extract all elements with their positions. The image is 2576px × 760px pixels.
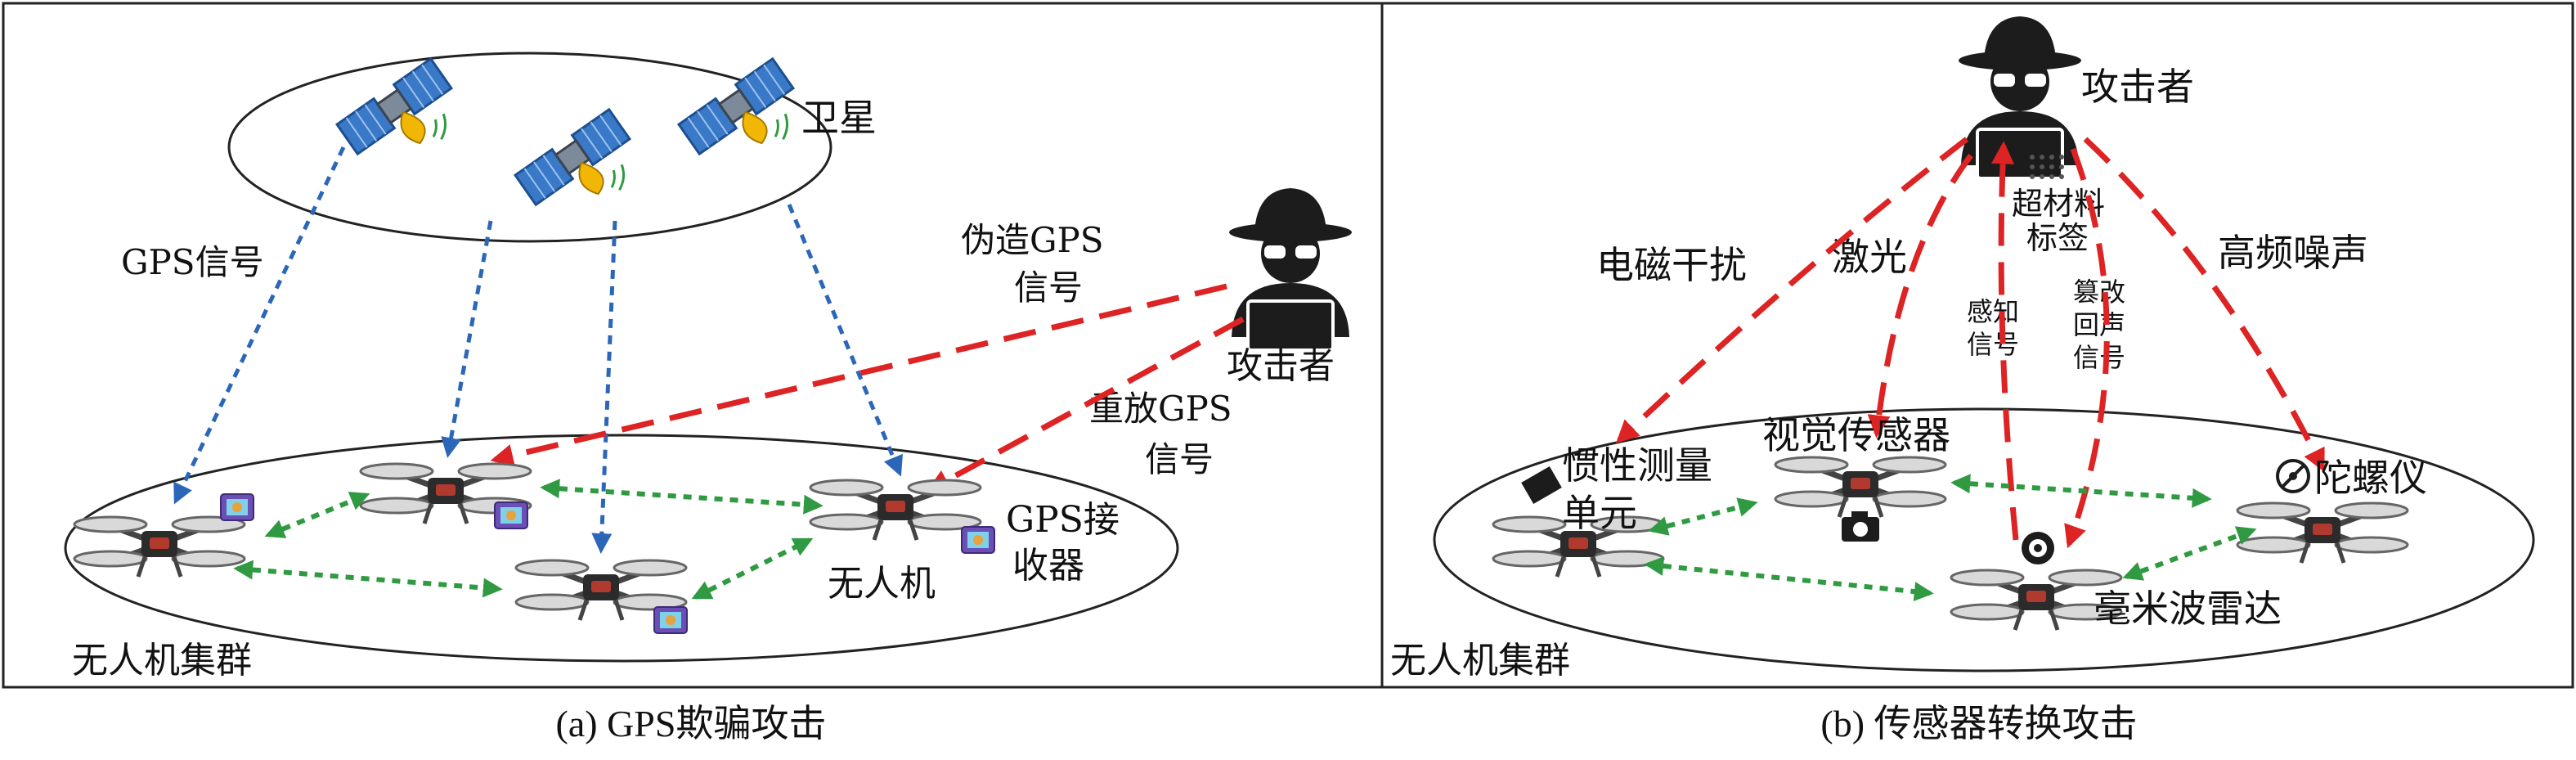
gps-signal-arrow [173, 146, 346, 505]
imu-label-2: 单元 [1562, 491, 1637, 535]
laser-label: 激光 [1832, 235, 1907, 279]
vision-sensor-label: 视觉传感器 [1762, 413, 1950, 457]
comm-link [2122, 526, 2257, 581]
gps-receiver-label-2: 收器 [1012, 545, 1084, 587]
camera-icon [1842, 511, 1879, 542]
radar-icon [2022, 532, 2054, 564]
satellite-icon [677, 57, 815, 185]
em-interference-label: 电磁干扰 [1596, 243, 1747, 287]
gps-signal-arrow [441, 220, 493, 458]
high-freq-noise-arrow [2083, 137, 2326, 473]
comm-link [691, 537, 814, 600]
satellite-label: 卫星 [801, 96, 877, 140]
caption-a: (a) GPS欺骗攻击 [556, 703, 827, 744]
gps-receiver-label: GPS接 [1006, 499, 1120, 541]
comm-link [233, 560, 503, 598]
drone-icon [74, 517, 245, 577]
gyroscope-icon [2276, 459, 2310, 493]
replay-gps-label: 重放GPS [1089, 389, 1232, 429]
comm-link [264, 492, 370, 538]
comm-link [1648, 497, 1758, 536]
replay-gps-label-2: 信号 [1145, 439, 1214, 479]
gps-receiver-icon [494, 501, 528, 529]
fake-gps-label: 伪造GPS [961, 220, 1104, 260]
high-freq-noise-label: 高频噪声 [2218, 231, 2368, 275]
metamaterial-tag-icon [2030, 155, 2064, 179]
tamper-signal-label-2: 回声 [2073, 309, 2125, 340]
metamaterial-label-2: 标签 [2026, 220, 2089, 256]
radar-label: 毫米波雷达 [2094, 587, 2282, 631]
comm-link [1644, 555, 1934, 602]
panel-b-frame [1380, 2, 2574, 689]
drone-icon [2237, 503, 2408, 563]
satellite-icon [514, 108, 652, 236]
imu-label: 惯性测量 [1562, 443, 1712, 488]
laser-arrow [1867, 153, 1973, 438]
gps-receiver-icon [220, 493, 254, 521]
sense-signal-label: 感知 [1967, 296, 2019, 327]
attacker-label-a: 攻击者 [1227, 345, 1335, 387]
drone-label: 无人机 [828, 563, 936, 605]
fake-gps-label-2: 信号 [1014, 268, 1083, 308]
em-interference-arrow [1615, 137, 1969, 443]
tamper-signal-label: 篡改 [2073, 277, 2125, 308]
imu-chip-icon [1521, 466, 1562, 504]
satellite-ellipse [227, 52, 832, 243]
fake-gps-arrow [490, 283, 1227, 467]
gps-signal-arrow [591, 220, 617, 554]
gps-signal-label: GPS信号 [121, 242, 264, 282]
replay-gps-arrow [927, 316, 1245, 492]
sense-signal-label-2: 信号 [1967, 329, 2019, 360]
attacker-label-b: 攻击者 [2081, 65, 2194, 109]
comm-link [1950, 474, 2212, 508]
hacker-icon [1957, 15, 2083, 180]
comm-link [540, 479, 824, 515]
drone-icon [810, 480, 981, 540]
panel-a-frame [2, 2, 1384, 689]
hacker-icon [1227, 187, 1353, 352]
swarm-ellipse-a [64, 434, 1179, 663]
caption-b: (b) 传感器转换攻击 [1820, 703, 2137, 744]
swarm-ellipse-b [1433, 407, 2535, 672]
gps-receiver-icon [653, 606, 688, 634]
swarm-label-a: 无人机集群 [72, 640, 252, 681]
gps-signal-arrow [787, 204, 903, 477]
drone-icon [1775, 457, 1945, 517]
swarm-label-b: 无人机集群 [1390, 640, 1570, 681]
tamper-signal-label-3: 信号 [2073, 342, 2125, 373]
gyroscope-label: 陀螺仪 [2314, 456, 2427, 500]
satellite-icon [335, 57, 473, 185]
gps-receiver-icon [961, 526, 995, 554]
